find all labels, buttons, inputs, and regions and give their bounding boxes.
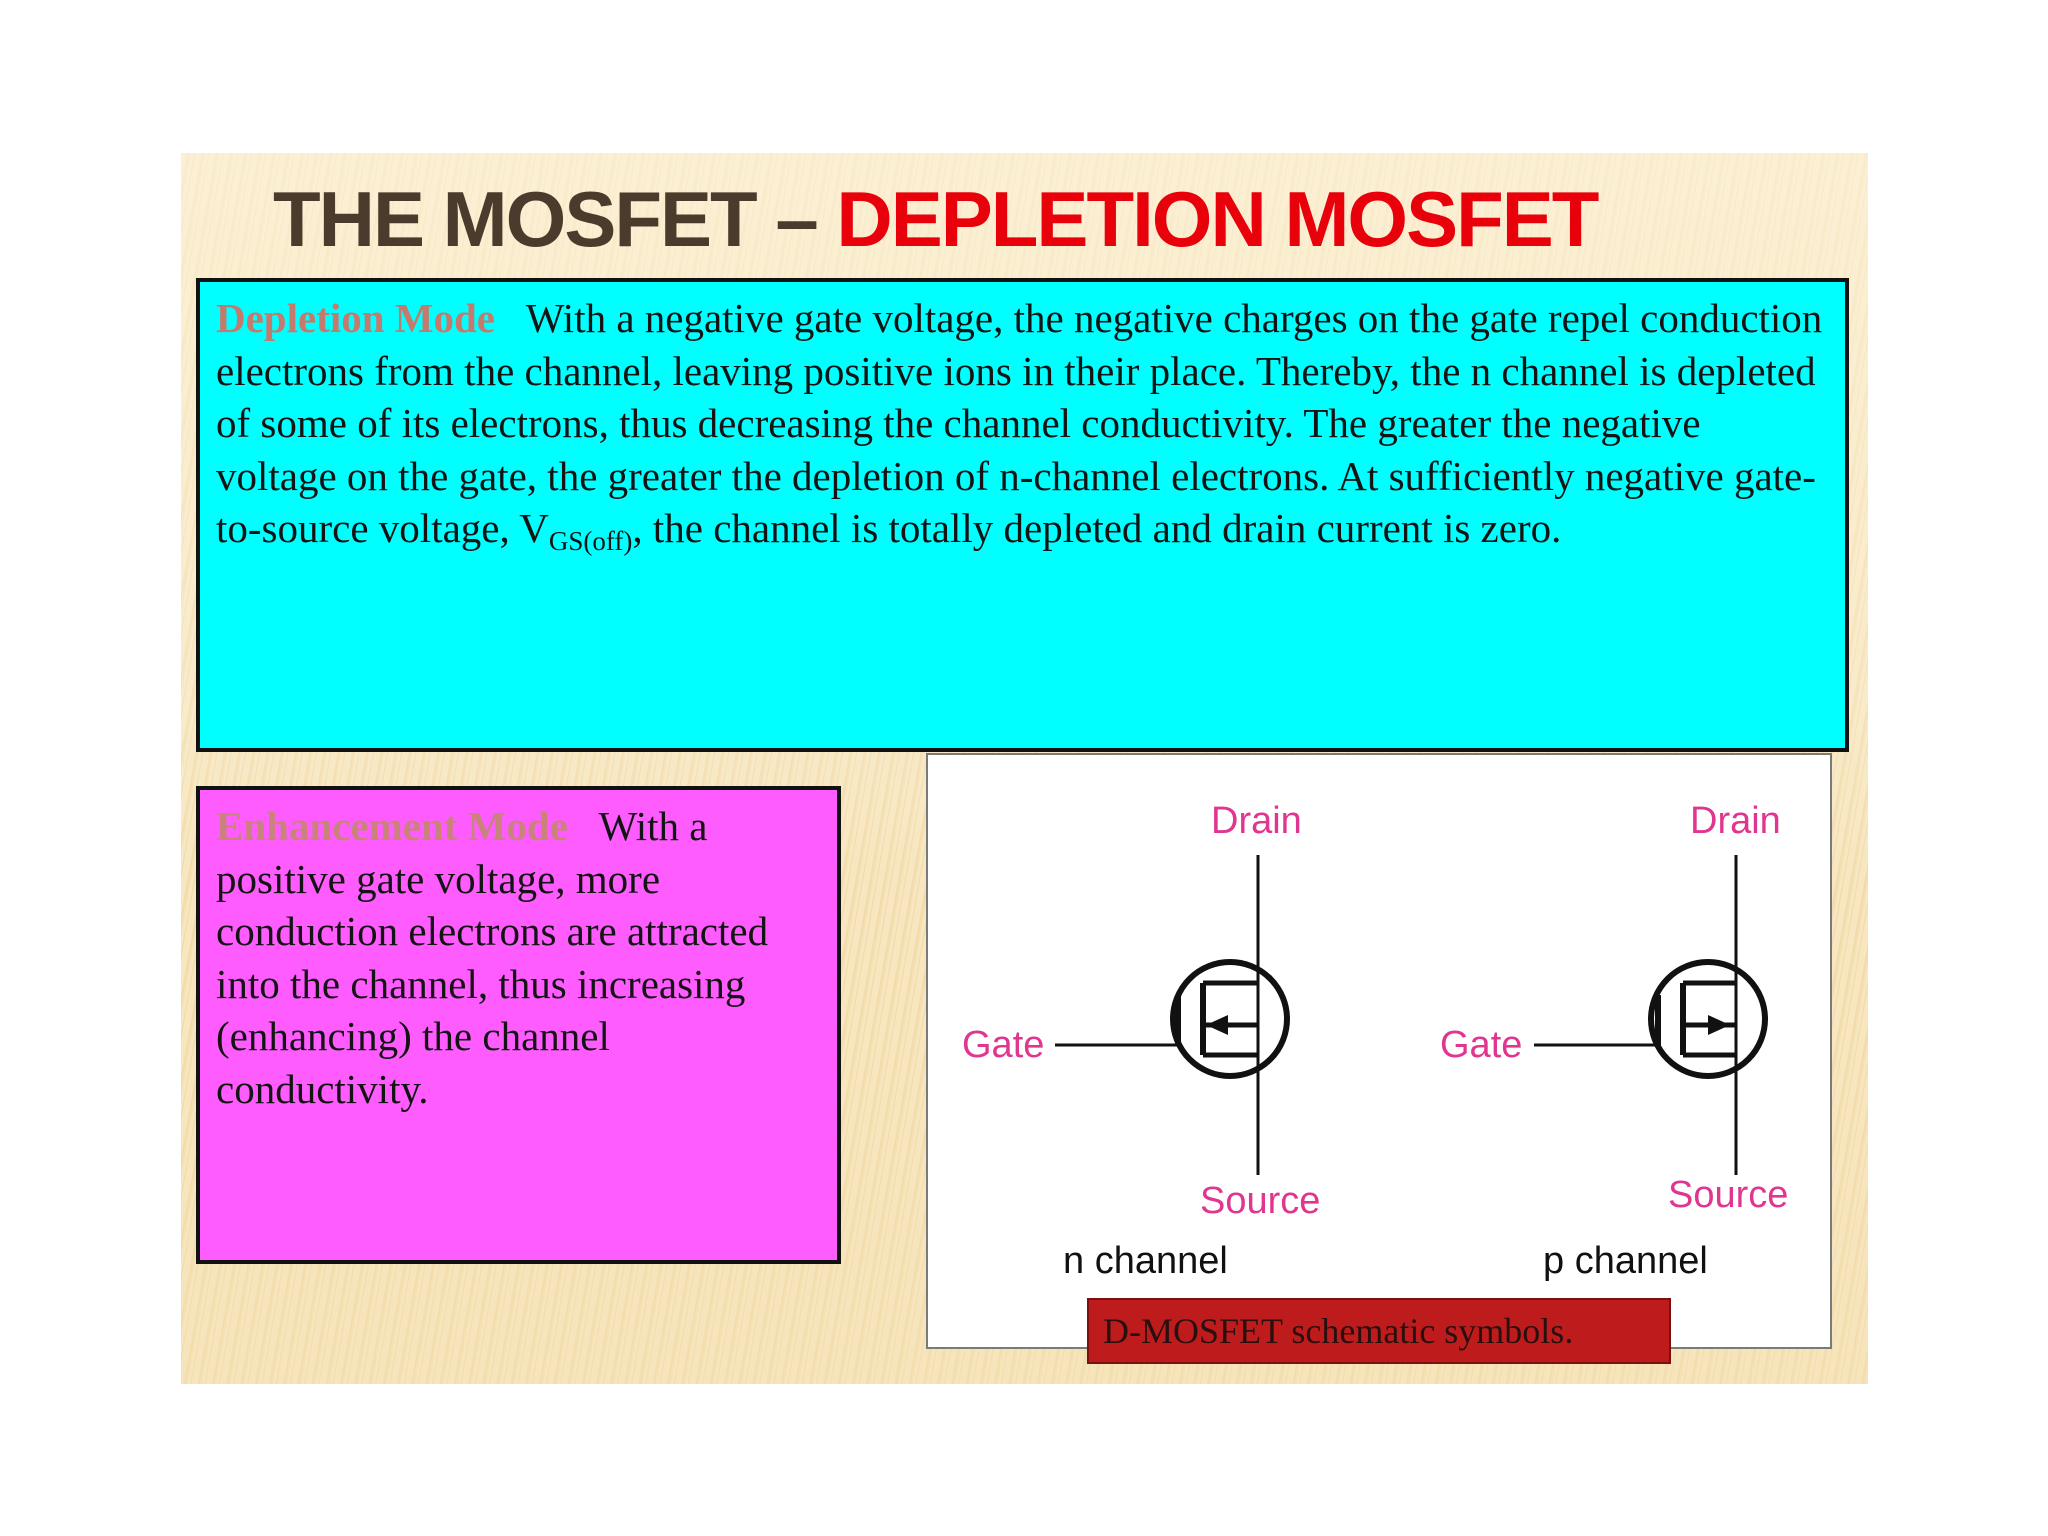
depletion-mode-box: Depletion Mode With a negative gate volt… [196, 278, 1849, 752]
title-part-1: THE MOSFET [273, 175, 758, 263]
n-gate-label: Gate [962, 1024, 1044, 1066]
n-drain-label: Drain [1211, 800, 1302, 842]
depletion-text: With a negative gate voltage, the negati… [216, 295, 1823, 551]
title-part-2: DEPLETION MOSFET [836, 175, 1599, 263]
d-mosfet-symbols: Drain Gate Source n channel Drain Gate S… [962, 800, 1788, 1282]
depletion-text-end: , the channel is totally depleted and dr… [632, 505, 1562, 551]
p-gate-label: Gate [1440, 1024, 1522, 1066]
p-drain-label: Drain [1690, 800, 1781, 842]
slide: THE MOSFET – DEPLETION MOSFET Depletion … [181, 153, 1868, 1384]
n-channel-label: n channel [1063, 1240, 1228, 1282]
p-channel-symbol [1534, 855, 1768, 1175]
enhancement-mode-box: Enhancement Mode With a positive gate vo… [196, 786, 841, 1264]
enhancement-mode-label: Enhancement Mode [216, 803, 568, 849]
depletion-mode-label: Depletion Mode [216, 295, 495, 341]
n-channel-symbol [1055, 855, 1290, 1175]
slide-title: THE MOSFET – DEPLETION MOSFET [273, 169, 1599, 269]
p-channel-label: p channel [1543, 1240, 1708, 1282]
title-separator: – [755, 175, 837, 263]
schematic-caption: D-MOSFET schematic symbols. [1087, 1298, 1671, 1364]
p-source-label: Source [1668, 1174, 1788, 1216]
n-source-label: Source [1200, 1180, 1320, 1222]
enhancement-text: With a positive gate voltage, more condu… [216, 803, 769, 1112]
schematic-diagram: Drain Gate Source n channel Drain Gate S… [926, 753, 1832, 1349]
vgs-off-subscript: GS(off) [548, 526, 633, 556]
